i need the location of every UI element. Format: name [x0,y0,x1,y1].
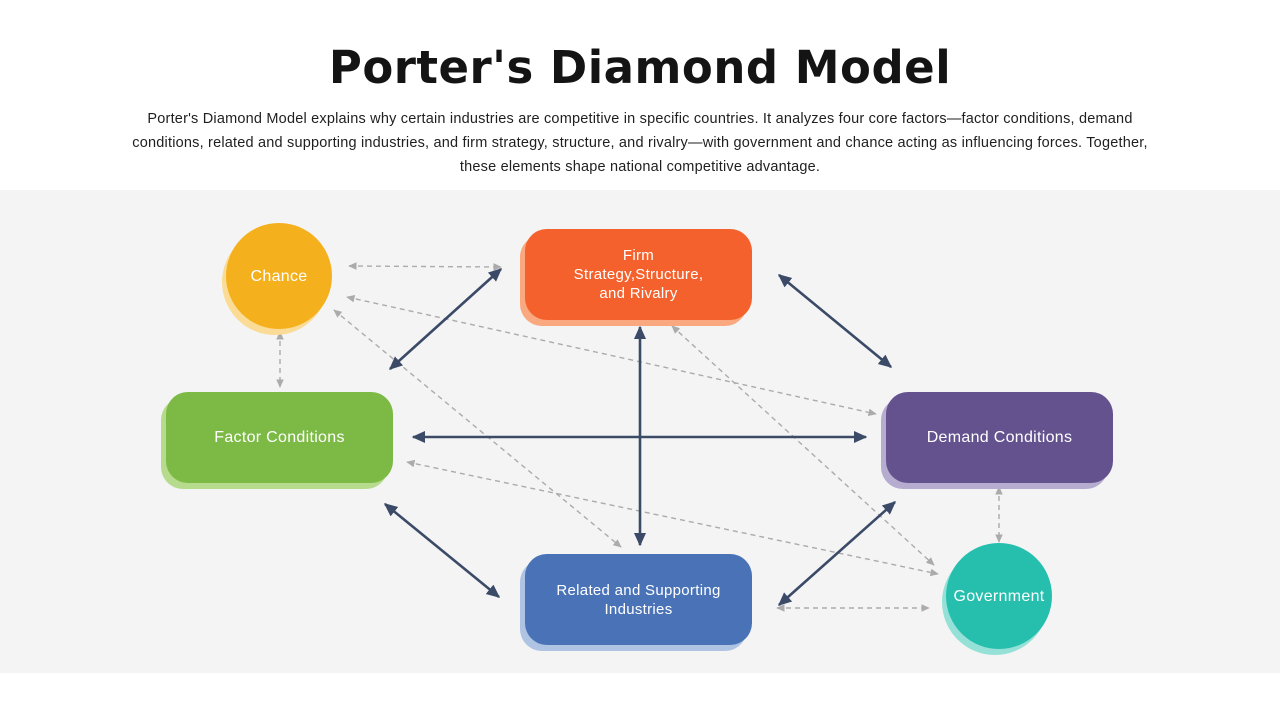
connector-layer [276,262,1003,612]
node-related-industries: Related and Supporting Industries [525,554,752,645]
connector-firm-demand [777,273,893,369]
node-chance: Chance [226,223,332,329]
node-demand-conditions-label: Demand Conditions [926,429,1073,446]
diagram-canvas: Chance Firm Strategy,Structure, and Riva… [0,190,1280,673]
node-factor-conditions-label: Factor Conditions [214,429,345,446]
connector-factor-firm [388,268,503,370]
node-firm-strategy-label: Firm Strategy,Structure, and Rivalry [573,247,704,302]
node-demand-conditions: Demand Conditions [886,392,1113,483]
connector-related-demand [777,501,897,606]
node-chance-label: Chance [250,267,308,285]
slide-header: Porter's Diamond Model Porter's Diamond … [0,0,1280,179]
node-government-label: Government [953,587,1045,605]
node-related-industries-label: Related and Supporting Industries [556,581,721,618]
page-description: Porter's Diamond Model explains why cert… [132,111,1148,175]
connector-factor-related [383,502,501,599]
node-factor-conditions: Factor Conditions [166,392,393,483]
page-title: Porter's Diamond Model [328,41,952,94]
solid-connectors [383,268,897,606]
node-firm-strategy: Firm Strategy,Structure, and Rivalry [525,229,752,320]
connector-chance-firm [348,262,502,271]
node-government: Government [946,543,1052,649]
